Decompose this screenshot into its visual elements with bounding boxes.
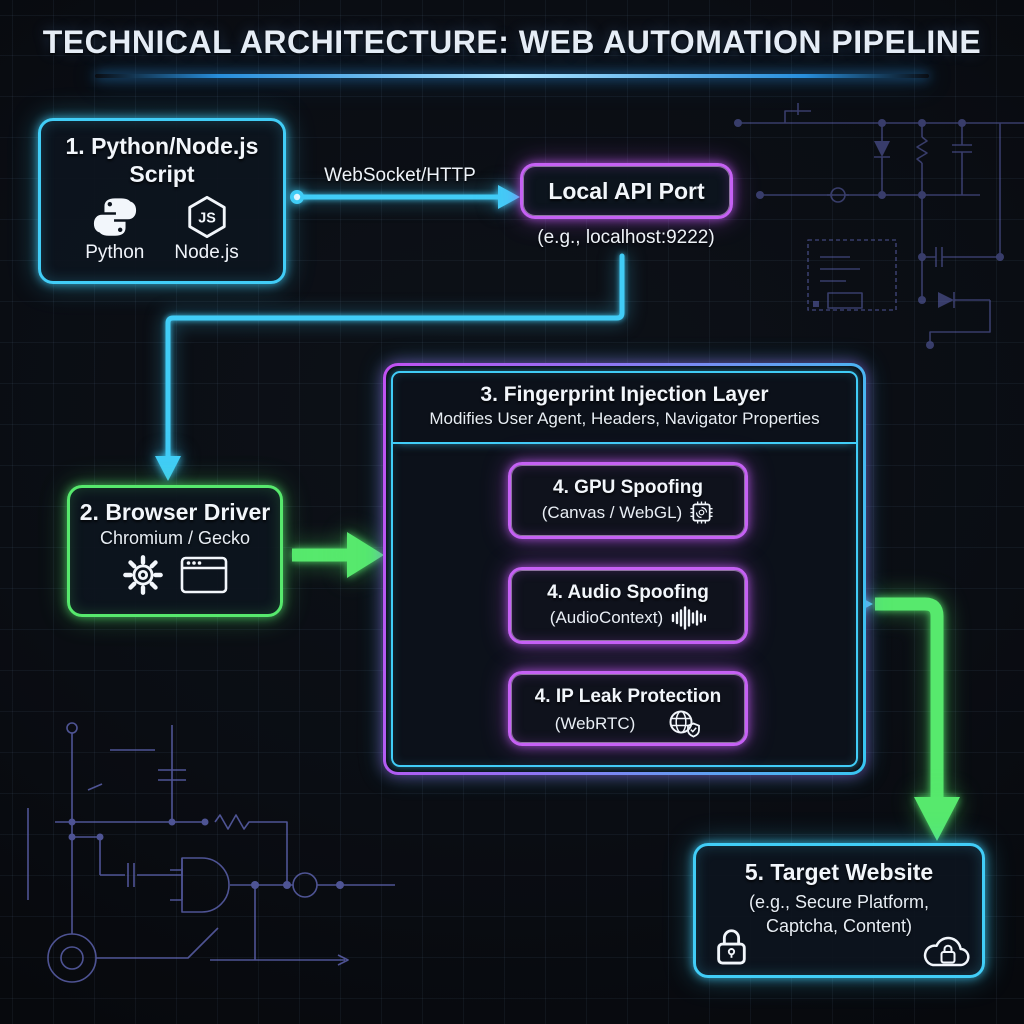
chip-icon <box>690 501 713 524</box>
runtime-row: Python JS Node.js <box>41 194 283 264</box>
nodejs-badge: JS <box>198 210 216 226</box>
target-subtitle: (e.g., Secure Platform, Captcha, Content… <box>748 892 930 936</box>
audio-spoofing-title: 4. Audio Spoofing <box>547 582 709 603</box>
arrowhead-script-to-api <box>498 185 520 209</box>
node-ip-leak-protection: 4. IP Leak Protection (WebRTC) <box>508 671 748 746</box>
wire-fingerprint-to-target <box>875 597 944 799</box>
padlock-icon <box>717 929 746 965</box>
globe-shield-icon <box>669 710 701 738</box>
page-title: TECHNICAL ARCHITECTURE: WEB AUTOMATION P… <box>42 24 982 60</box>
node-browser-driver-title: 2. Browser Driver <box>79 499 271 525</box>
target-title: 5. Target Website <box>744 859 934 885</box>
gpu-spoofing-title: 4. GPU Spoofing <box>553 477 703 498</box>
fingerprint-title: 3. Fingerprint Injection Layer <box>480 383 769 406</box>
ip-leak-subtitle: (WebRTC) <box>554 713 636 733</box>
browser-window-icon <box>180 556 228 594</box>
nodejs-icon: JS <box>187 195 226 239</box>
runtime-nodejs: JS Node.js <box>174 194 239 264</box>
arrowhead-browser-to-fingerprint <box>347 532 384 578</box>
browser-icons <box>70 554 280 596</box>
runtime-python: Python <box>85 194 144 264</box>
gear-icon <box>123 555 163 595</box>
gpu-spoofing-subtitle: (Canvas / WebGL) <box>541 502 683 522</box>
python-icon <box>93 198 136 236</box>
runtime-nodejs-label: Node.js <box>174 242 239 263</box>
node-browser-driver: 2. Browser Driver Chromium / Gecko <box>67 485 283 617</box>
node-api-port: Local API Port <box>520 163 733 219</box>
edge-label-websocket: WebSocket/HTTP <box>324 165 476 186</box>
ip-leak-title: 4. IP Leak Protection <box>534 686 722 707</box>
fingerprint-subtitle: Modifies User Agent, Headers, Navigator … <box>429 409 820 428</box>
node-audio-spoofing: 4. Audio Spoofing (AudioContext) <box>508 567 748 644</box>
node-browser-driver-subtitle: Chromium / Gecko <box>99 528 251 548</box>
circuit-decoration-bottom-left <box>27 722 395 983</box>
node-target-website: 5. Target Website (e.g., Secure Platform… <box>693 843 985 978</box>
runtime-python-label: Python <box>85 242 145 263</box>
node-script: 1. Python/Node.js Script Python JS Node.… <box>38 118 286 284</box>
node-api-port-caption: (e.g., localhost:9222) <box>537 227 715 248</box>
waveform-icon <box>671 606 707 630</box>
fingerprint-header: 3. Fingerprint Injection Layer Modifies … <box>393 373 856 444</box>
audio-spoofing-subtitle: (AudioContext) <box>549 608 664 627</box>
node-gpu-spoofing: 4. GPU Spoofing (Canvas / WebGL) <box>508 462 748 539</box>
node-api-port-title: Local API Port <box>548 178 705 204</box>
cloud-lock-icon <box>923 936 970 967</box>
title-glow-line <box>95 74 929 78</box>
arrowhead-api-to-browser <box>155 456 181 481</box>
arrowhead-fingerprint-to-target <box>914 797 960 841</box>
node-script-title: 1. Python/Node.js Script <box>65 133 259 187</box>
